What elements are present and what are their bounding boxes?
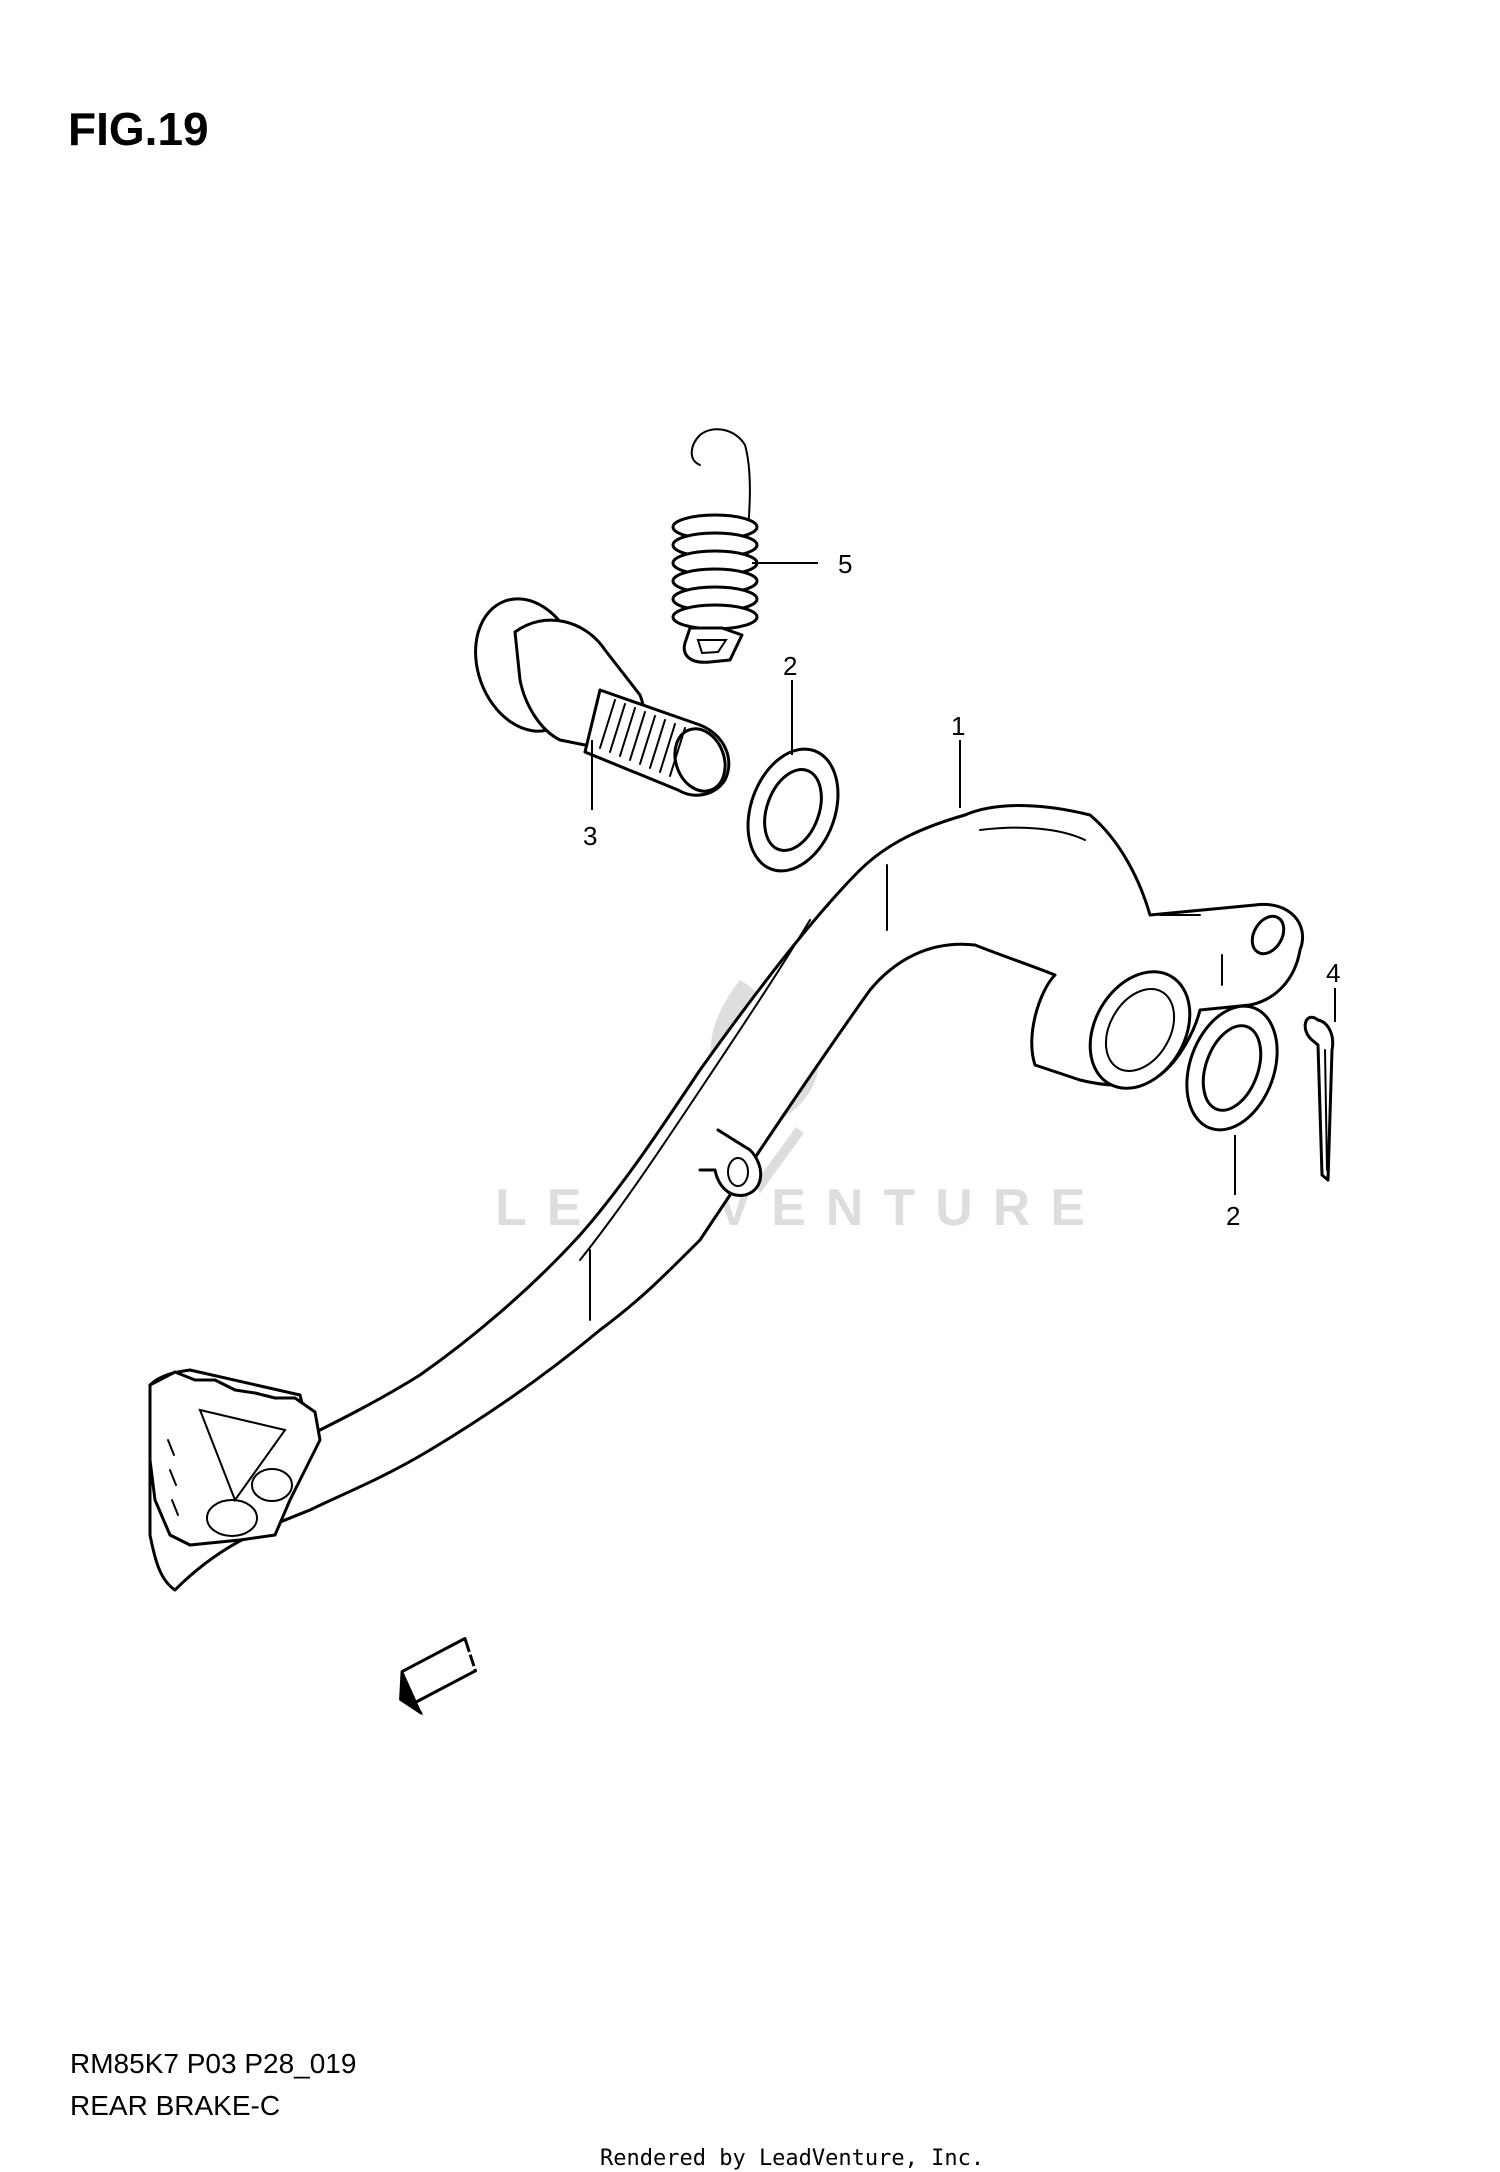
- washer-upper: [746, 747, 840, 873]
- callout-4: 4: [1326, 958, 1340, 988]
- pivot-bolt: [474, 597, 731, 797]
- return-spring: [671, 428, 759, 664]
- callout-5: 5: [838, 549, 852, 579]
- render-credit: Rendered by LeadVenture, Inc.: [600, 2146, 984, 2171]
- callout-1: 1: [951, 711, 965, 741]
- leader-lines: [591, 562, 1336, 1195]
- callout-2b: 2: [1226, 1201, 1240, 1231]
- bolt-threads: [599, 699, 686, 777]
- pedal-tip: [148, 1370, 322, 1547]
- figure-title: FIG.19: [68, 103, 209, 155]
- cotter-pin: [1303, 1016, 1335, 1182]
- section-name: REAR BRAKE-C: [70, 2090, 280, 2121]
- spring-coils: [671, 513, 759, 631]
- model-code: RM85K7 P03 P28_019: [70, 2048, 356, 2079]
- fwd-direction-arrow: FWD: [399, 1637, 487, 1716]
- washer-lower: [1185, 1004, 1279, 1132]
- brake-pedal: [148, 804, 1305, 1592]
- callout-2a: 2: [783, 651, 797, 681]
- callout-3: 3: [583, 821, 597, 851]
